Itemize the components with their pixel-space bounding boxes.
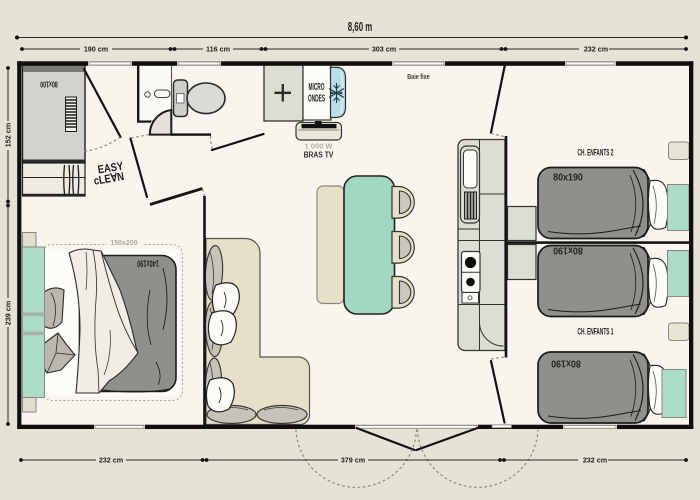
svg-text:80x100: 80x100: [40, 79, 58, 87]
svg-text:CH. ENFANTS 2: CH. ENFANTS 2: [578, 147, 614, 158]
svg-text:ONDES: ONDES: [308, 93, 325, 104]
svg-text:232 cm: 232 cm: [99, 456, 123, 465]
svg-text:80x190: 80x190: [551, 357, 581, 369]
svg-text:cLE∀N: cLE∀N: [93, 170, 125, 188]
svg-text:EASY: EASY: [97, 160, 124, 177]
svg-text:140x190: 140x190: [137, 258, 159, 269]
svg-text:8,60 m: 8,60 m: [348, 21, 372, 34]
svg-text:303 cm: 303 cm: [372, 45, 396, 54]
svg-text:190 cm: 190 cm: [84, 45, 108, 54]
svg-text:152 cm: 152 cm: [4, 123, 13, 147]
svg-text:Baie fixe: Baie fixe: [407, 73, 430, 81]
svg-text:239 cm: 239 cm: [4, 301, 13, 325]
svg-text:232 cm: 232 cm: [583, 456, 607, 465]
svg-text:MICRO: MICRO: [309, 81, 325, 92]
svg-text:BRAS TV: BRAS TV: [304, 150, 335, 160]
svg-text:150x200: 150x200: [110, 240, 137, 247]
svg-text:379 cm: 379 cm: [341, 456, 365, 465]
svg-text:80x190: 80x190: [553, 172, 583, 184]
svg-text:1 000 W: 1 000 W: [305, 142, 334, 151]
svg-text:116 cm: 116 cm: [206, 45, 230, 54]
svg-text:80x190: 80x190: [553, 244, 583, 256]
svg-text:CH. ENFANTS 1: CH. ENFANTS 1: [578, 326, 614, 337]
svg-text:232 cm: 232 cm: [584, 45, 608, 54]
